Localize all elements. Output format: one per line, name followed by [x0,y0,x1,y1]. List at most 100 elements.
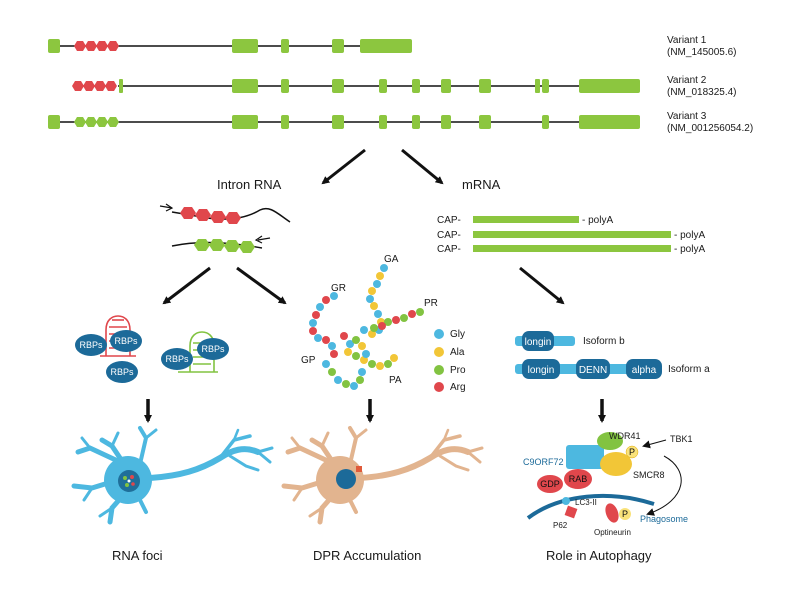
rbp-proteins [75,330,229,383]
rbp-label: RBPs [201,344,225,354]
amino-acid-bead [384,360,392,368]
amino-acid-bead [312,311,320,319]
outcome-role-in-autophagy: Role in Autophagy [546,548,652,563]
amino-acid-bead [376,362,384,370]
amino-acid-bead [370,324,378,332]
amino-acid-bead [370,302,378,310]
amino-acid-bead [322,360,330,368]
mrna-polya-label: - polyA [582,215,614,226]
legend-dot-arg [434,382,444,392]
nucleus [336,469,356,489]
variant-2-gene-model [72,79,640,93]
rbp-label: RBPs [165,354,189,364]
amino-acid-bead [350,382,358,390]
legend-label-pro: Pro [450,365,466,376]
exon [479,115,491,129]
exon [48,39,60,53]
exon [332,39,344,53]
sense-repeat-rna [180,207,241,224]
amino-acid-bead [400,314,408,322]
amino-acid-bead [356,376,364,384]
amino-acid-bead [309,327,317,335]
optineurin-label: Optineurin [594,528,631,537]
variant-3-accession: (NM_001256054.2) [667,123,754,134]
amino-acid-bead [358,368,366,376]
variant-2-name: Variant 2 [667,75,707,86]
phosphate-label: P [629,447,635,457]
p62-label: P62 [553,521,568,530]
amino-acid-bead [384,318,392,326]
neuron-rna-foci [71,426,274,525]
amino-acid-bead [366,295,374,303]
arrow-to-rna-foci [162,266,211,305]
phosphate [619,508,631,520]
amino-acid-bead [322,296,330,304]
neuron-dpr [281,426,484,525]
gdp-label: GDP [540,479,560,489]
amino-acid-bead [392,316,400,324]
p62-protein [564,505,578,519]
legend-label-ala: Ala [450,347,465,358]
amino-acid-bead [330,350,338,358]
autophagy-complex [526,432,682,523]
amino-acid-bead [342,380,350,388]
mrna-polya-label: - polyA [674,230,706,241]
tbk1-arrow [642,439,667,449]
amino-acid-bead [380,264,388,272]
phosphate-label: P [622,509,628,519]
gdp [537,475,563,493]
dpr-bead-chains [309,264,424,390]
c9orf72-protein [566,445,604,469]
legend-label-arg: Arg [450,382,466,393]
exon [579,115,640,129]
exon [232,115,258,129]
smcr8-protein [600,452,632,476]
arrow-to-mrna [401,148,444,185]
exon [281,39,289,53]
amino-acid-bead [322,336,330,344]
amino-acid-bead [334,376,342,384]
tbk1-label: TBK1 [670,434,693,444]
lc3-ii-label: LC3-II [575,498,597,507]
repeat-expansion [74,41,119,51]
mrna-cap-label: CAP- [437,215,461,226]
variant-1-name: Variant 1 [667,35,707,46]
legend-dot-gly [434,329,444,339]
exon [412,79,420,93]
exon [119,79,123,93]
exon [360,39,412,53]
antisense-repeat-rna [194,239,255,253]
repeat-expansion [74,117,119,127]
variant-3-name: Variant 3 [667,111,707,122]
phagosome-membrane [526,494,655,520]
arrow-to-dpr [236,266,287,305]
amino-acid-bead [352,352,360,360]
domain-longin: longin [525,337,552,348]
isoform-b-label: Isoform b [583,336,625,347]
dpr-label-ga: GA [384,254,399,265]
arrow-to-intron [321,148,366,185]
exon [479,79,491,93]
amino-acid-legend [434,329,444,392]
smcr8-label: SMCR8 [633,470,665,480]
rbp-label: RBPs [79,340,103,350]
exon [535,79,540,93]
mrna-transcripts [473,216,671,252]
domain-denn: DENN [579,365,607,376]
isoform-a-label: Isoform a [668,364,710,375]
rab-label: RAB [569,474,588,484]
amino-acid-bead [390,354,398,362]
rna-foci-dots [123,475,135,487]
amino-acid-bead [309,319,317,327]
intron-rna-label: Intron RNA [217,177,282,192]
variant-2-accession: (NM_018325.4) [667,87,737,98]
dpr-aggregate [356,466,362,472]
mrna-cap-label: CAP- [437,230,461,241]
variant-1-accession: (NM_145005.6) [667,47,737,58]
amino-acid-bead [358,342,366,350]
amino-acid-bead [378,322,386,330]
legend-dot-ala [434,347,444,357]
mrna-cap-label: CAP- [437,244,461,255]
outcome-rna-foci: RNA foci [112,548,163,563]
